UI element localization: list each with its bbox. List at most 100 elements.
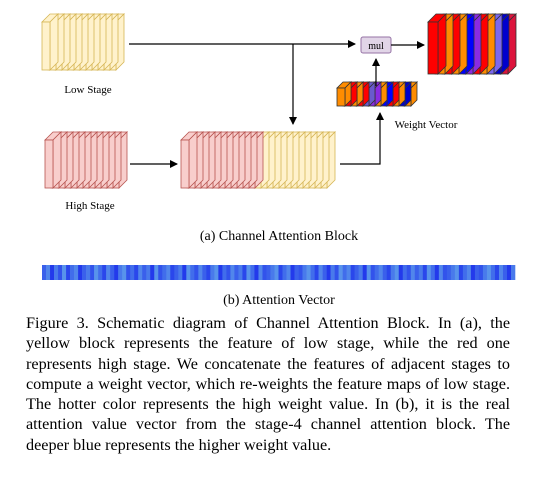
attention-bar-cell bbox=[274, 265, 279, 280]
attention-bar-cell bbox=[490, 265, 496, 280]
attention-bar-cell bbox=[430, 265, 436, 280]
attention-bar-cell bbox=[406, 265, 412, 280]
attention-bar-cell bbox=[442, 265, 448, 280]
low-stage-label: Low Stage bbox=[64, 84, 111, 96]
attention-bar-cell bbox=[466, 265, 472, 280]
attention-bar-cell bbox=[206, 265, 211, 280]
attention-bar-cell bbox=[46, 265, 51, 280]
attention-bar-cell bbox=[138, 265, 143, 280]
attention-bar-cell bbox=[358, 265, 363, 280]
attention-bar-cell bbox=[354, 265, 359, 280]
attention-bar-cell bbox=[54, 265, 59, 280]
attention-bar-cell bbox=[434, 265, 440, 280]
attention-bar-cell bbox=[482, 265, 488, 280]
attention-bar-cell bbox=[170, 265, 175, 280]
attention-bar-cell bbox=[242, 265, 247, 280]
attention-bar-cell bbox=[502, 265, 508, 280]
attention-bar-cell bbox=[82, 265, 87, 280]
attention-bar-cell bbox=[314, 265, 319, 280]
attention-bar-cell bbox=[378, 265, 384, 280]
attention-bar-cell bbox=[446, 265, 452, 280]
attention-bar-cell bbox=[474, 265, 480, 280]
attention-bar-cell bbox=[498, 265, 504, 280]
attention-bar-cell bbox=[202, 265, 207, 280]
attention-bar-cell bbox=[214, 265, 219, 280]
attention-vector-bar bbox=[42, 265, 516, 280]
attention-bar-cell bbox=[278, 265, 283, 280]
attention-bar-cell bbox=[234, 265, 239, 280]
attention-bar-cell bbox=[146, 265, 151, 280]
attention-bar-cell bbox=[338, 265, 343, 280]
attention-bar-cell bbox=[282, 265, 287, 280]
attention-bar-cell bbox=[186, 265, 191, 280]
attention-bar-cell bbox=[122, 265, 127, 280]
slice-front-face bbox=[44, 139, 54, 189]
slice-side-face bbox=[49, 13, 59, 71]
attention-bar-cell bbox=[94, 265, 99, 280]
attention-bar-cell bbox=[362, 265, 367, 280]
slice-front-face bbox=[41, 21, 51, 71]
attention-bar-cell bbox=[326, 265, 331, 280]
subcaption-b: (b) Attention Vector bbox=[223, 293, 335, 308]
attention-bar-cell bbox=[258, 265, 263, 280]
attention-bar-cell bbox=[110, 265, 115, 280]
low-stage-block bbox=[41, 13, 125, 71]
attention-bar-cell bbox=[402, 265, 408, 280]
mul-label: mul bbox=[368, 41, 384, 52]
slice-front-face bbox=[427, 21, 439, 75]
attention-bar-cell bbox=[478, 265, 484, 280]
high-stage-block bbox=[44, 131, 128, 189]
attention-bar-cell bbox=[342, 265, 347, 280]
attention-bar-cell bbox=[422, 265, 428, 280]
attention-bar-cell bbox=[66, 265, 71, 280]
weight-vector-block bbox=[336, 81, 418, 107]
mul-operator: mul bbox=[360, 36, 392, 54]
attention-bar-cell bbox=[322, 265, 327, 280]
attention-bar-cell bbox=[294, 265, 299, 280]
figure-caption: Figure 3. Schematic diagram of Channel A… bbox=[26, 314, 510, 454]
attention-bar-cell bbox=[74, 265, 79, 280]
attention-bar-cell bbox=[366, 265, 371, 280]
attention-bar-cell bbox=[86, 265, 91, 280]
attention-bar-cell bbox=[78, 265, 83, 280]
attention-bar-cell bbox=[162, 265, 167, 280]
output-feature-block bbox=[427, 13, 517, 75]
attention-bar-cell bbox=[58, 265, 63, 280]
attention-bar-cell bbox=[290, 265, 295, 280]
attention-bar-cell bbox=[126, 265, 131, 280]
attention-bar-cell bbox=[262, 265, 267, 280]
attention-bar-cell bbox=[394, 265, 400, 280]
attention-bar-cell bbox=[318, 265, 323, 280]
slice-front-face bbox=[180, 139, 190, 189]
attention-bar-cell bbox=[454, 265, 460, 280]
attention-bar-cell bbox=[158, 265, 163, 280]
attention-bar-cell bbox=[374, 265, 380, 280]
attention-bar-cell bbox=[102, 265, 107, 280]
attention-bar-cell bbox=[194, 265, 199, 280]
attention-bar-cell bbox=[218, 265, 223, 280]
attention-bar-cell bbox=[390, 265, 396, 280]
attention-bar-cell bbox=[470, 265, 476, 280]
attention-bar-cell bbox=[506, 265, 512, 280]
attention-bar-cell bbox=[486, 265, 492, 280]
attention-bar-cell bbox=[118, 265, 123, 280]
attention-bar-cell bbox=[414, 265, 420, 280]
attention-bar-cell bbox=[230, 265, 235, 280]
attention-bar-cell bbox=[190, 265, 195, 280]
attention-bar-cell bbox=[310, 265, 315, 280]
high-stage-label: High Stage bbox=[65, 200, 114, 212]
channel-attention-figure: Low Stage High Stage Weight Vector mul (… bbox=[41, 13, 517, 308]
attention-bar-cell bbox=[134, 265, 139, 280]
attention-bar-cell bbox=[254, 265, 259, 280]
slice-side-face bbox=[437, 13, 447, 75]
slice-side-face bbox=[52, 131, 62, 189]
attention-bar-cell bbox=[42, 265, 47, 280]
attention-bar-cell bbox=[226, 265, 231, 280]
attention-bar-cell bbox=[98, 265, 103, 280]
attention-bar-cell bbox=[250, 265, 255, 280]
attention-bar-cell bbox=[210, 265, 215, 280]
attention-bar-cell bbox=[286, 265, 291, 280]
attention-bar-cell bbox=[154, 265, 159, 280]
attention-bar-cell bbox=[302, 265, 307, 280]
